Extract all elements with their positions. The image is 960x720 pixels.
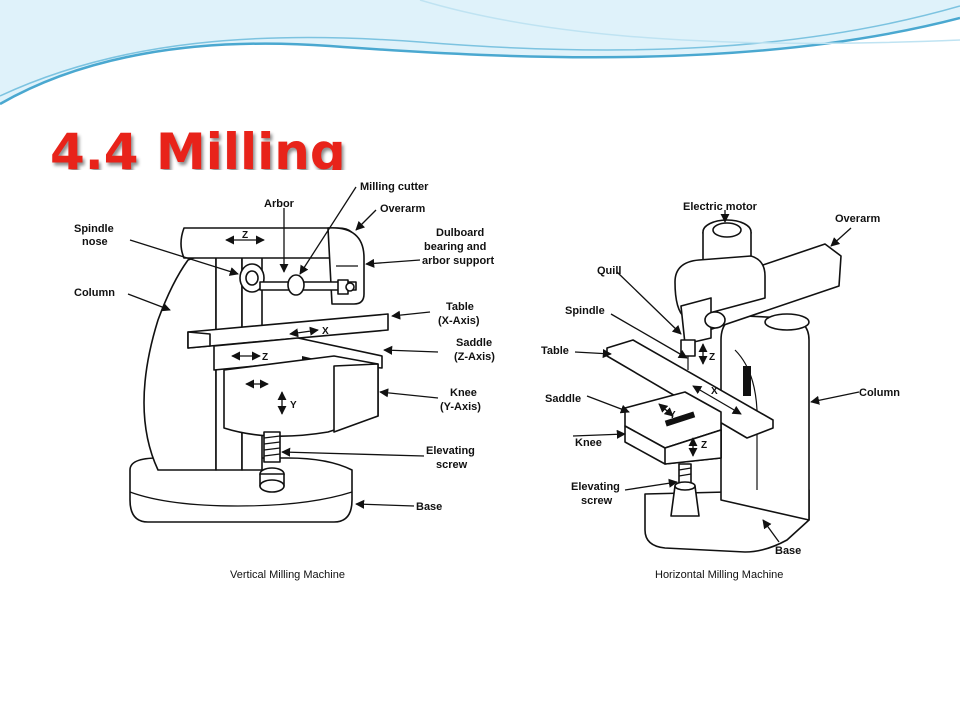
label-arbor: Arbor: [264, 198, 295, 210]
label-overarm: Overarm: [835, 213, 880, 225]
label-overarm: Overarm: [380, 203, 425, 215]
label-column: Column: [859, 387, 900, 399]
label-elevating-screw-line1: Elevating: [426, 445, 475, 457]
header-wave: [0, 0, 960, 106]
label-electric-motor: Electric motor: [683, 201, 758, 213]
label-spindle-nose-line2: nose: [82, 236, 108, 248]
label-knee-line2: (Y-Axis): [440, 401, 481, 413]
vertical-axis-y: Y: [290, 400, 297, 411]
label-elevating-screw-line2: screw: [581, 495, 613, 507]
vertical-milling-diagram: Z X Z Y Arbor Milling cutter Overarm Spi…: [38, 170, 522, 586]
horizontal-axis-z-spindle: Z: [709, 352, 715, 363]
label-table: Table: [541, 345, 569, 357]
label-dulboard-line2: bearing and: [424, 241, 486, 253]
horizontal-machine-drawing: [606, 219, 842, 553]
label-saddle-line2: (Z-Axis): [454, 351, 495, 363]
label-base: Base: [416, 501, 442, 513]
horizontal-axis-x: X: [711, 386, 718, 397]
label-knee-line1: Knee: [450, 387, 477, 399]
label-spindle: Spindle: [565, 305, 605, 317]
label-column: Column: [74, 287, 115, 299]
label-saddle: Saddle: [545, 393, 581, 405]
vertical-caption: Vertical Milling Machine: [230, 569, 345, 581]
label-saddle-line1: Saddle: [456, 337, 492, 349]
horizontal-axis-y: Y: [669, 410, 676, 421]
label-elevating-screw-line2: screw: [436, 459, 468, 471]
horizontal-milling-diagram: Z X Y Z Electric motor Overarm Quill Spi…: [525, 190, 923, 586]
label-quill: Quill: [597, 265, 621, 277]
label-table-line1: Table: [446, 301, 474, 313]
label-table-line2: (X-Axis): [438, 315, 480, 327]
horizontal-caption: Horizontal Milling Machine: [655, 569, 783, 581]
label-dulboard-line1: Dulboard: [436, 227, 484, 239]
label-elevating-screw-line1: Elevating: [571, 481, 620, 493]
label-knee: Knee: [575, 437, 602, 449]
horizontal-leader-lines: [572, 210, 860, 543]
vertical-axis-z-saddle: Z: [262, 352, 268, 363]
vertical-leader-lines: [127, 186, 439, 509]
vertical-axis-x: X: [322, 326, 329, 337]
vertical-axis-z-top: Z: [242, 230, 248, 241]
label-dulboard-line3: arbor support: [422, 255, 494, 267]
label-milling-cutter: Milling cutter: [360, 181, 429, 193]
vertical-machine-drawing: [129, 227, 389, 523]
horizontal-axis-z-knee: Z: [701, 440, 707, 451]
label-spindle-nose-line1: Spindle: [74, 223, 114, 235]
label-base: Base: [775, 545, 801, 557]
